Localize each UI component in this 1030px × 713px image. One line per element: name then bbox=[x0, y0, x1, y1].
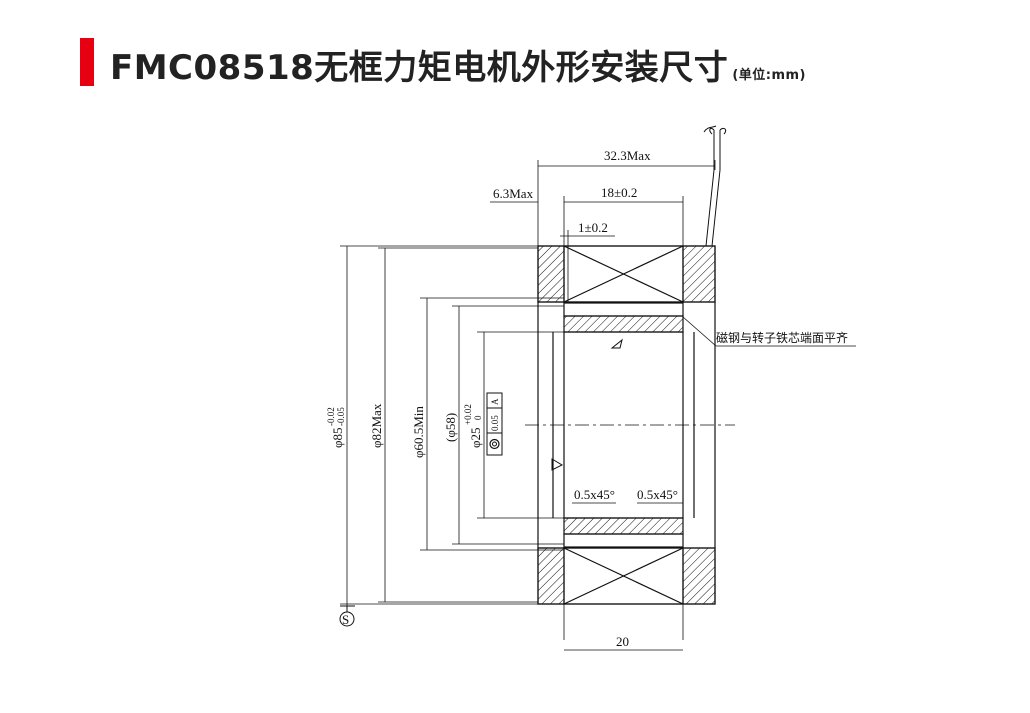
rotor-magnet-top bbox=[563, 302, 684, 333]
rotor-magnet-bottom bbox=[563, 517, 684, 548]
datum-s-label: S bbox=[342, 612, 349, 627]
note-text: 磁钢与转子铁芯端面平齐 bbox=[716, 330, 848, 345]
stator-top bbox=[537, 245, 716, 303]
dim-stator-width: 20 bbox=[616, 634, 629, 649]
tolerance-frame-datum: A bbox=[490, 398, 500, 405]
title-accent-bar bbox=[80, 38, 94, 86]
dim-step: 1±0.2 bbox=[578, 220, 608, 235]
datum-triangle-top bbox=[610, 338, 623, 349]
chamfer-left: 0.5x45° bbox=[574, 487, 615, 502]
datum-s-symbol: S bbox=[339, 605, 355, 627]
chamfer-right: 0.5x45° bbox=[637, 487, 678, 502]
page-title: FMC08518无框力矩电机外形安装尺寸(单位:mm) bbox=[110, 40, 806, 89]
note-leader bbox=[682, 316, 717, 347]
dim-d82: φ82Max bbox=[369, 403, 384, 448]
dimension-lines-left bbox=[340, 245, 564, 612]
dim-d85-tol-down: -0.05 bbox=[336, 407, 346, 426]
dim-d85-tol-up: -0.02 bbox=[326, 407, 336, 426]
dim-d60: φ60.5Min bbox=[411, 406, 426, 458]
dim-d85: φ85 bbox=[330, 427, 345, 448]
title-unit: (单位:mm) bbox=[732, 68, 806, 83]
tolerance-frame: 0.05 A bbox=[486, 392, 503, 456]
tolerance-frame-value: 0.05 bbox=[490, 415, 500, 431]
datum-triangle-side bbox=[551, 458, 564, 471]
dim-overall-width: 32.3Max bbox=[604, 148, 651, 163]
dim-rotor-width: 18±0.2 bbox=[601, 185, 637, 200]
lead-wires bbox=[703, 125, 727, 247]
concentricity-icon bbox=[489, 438, 500, 450]
dim-d25-tol-up: +0.02 bbox=[463, 404, 473, 425]
dimension-lines-top bbox=[490, 160, 716, 651]
dim-d25-tol-down: 0 bbox=[473, 415, 483, 420]
dim-d25: φ25 bbox=[468, 427, 483, 448]
title-main: FMC08518无框力矩电机外形安装尺寸 bbox=[110, 48, 729, 88]
stator-bottom bbox=[537, 547, 716, 605]
dim-left-offset: 6.3Max bbox=[493, 186, 534, 201]
dim-d58: (φ58) bbox=[443, 413, 458, 442]
